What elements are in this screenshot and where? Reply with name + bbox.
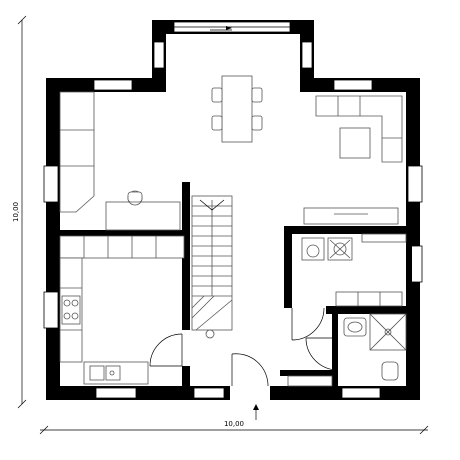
entrance-door [230,353,270,420]
window-left-upper [43,165,59,203]
window-bottom-center [193,387,225,399]
height-dimension-label: 10,00 [12,202,20,222]
bay-window-left [153,41,165,69]
width-dimension-label: 10,00 [224,420,244,428]
height-dimension: 10,00 [12,15,27,409]
desk [105,190,181,231]
upper-counter [59,91,95,213]
window-left-lower [43,291,59,329]
staircase [191,195,233,339]
bathroom [305,313,407,381]
interior-walls [60,182,412,386]
dining-table [211,75,263,143]
hall-cabinet [287,375,333,387]
kitchen-sink [89,365,105,381]
window-right-upper [407,165,423,203]
window-bottom-right [341,387,381,399]
window-top-left [93,79,133,91]
width-dimension: 10,00 [39,420,429,435]
coffee-table [339,127,371,159]
window-bottom-left [95,387,137,399]
cooktop [61,295,81,325]
corner-sofa [315,95,403,163]
utility-door [291,307,325,341]
toilet [381,361,399,381]
kitchen [59,235,185,385]
window-top-right [333,79,373,91]
kitchen-door [149,333,183,367]
tv-cabinet [303,207,399,225]
bathroom-sink [343,317,367,337]
utility-room [301,233,407,307]
boiler [301,237,325,261]
bay-window-right [301,41,313,69]
